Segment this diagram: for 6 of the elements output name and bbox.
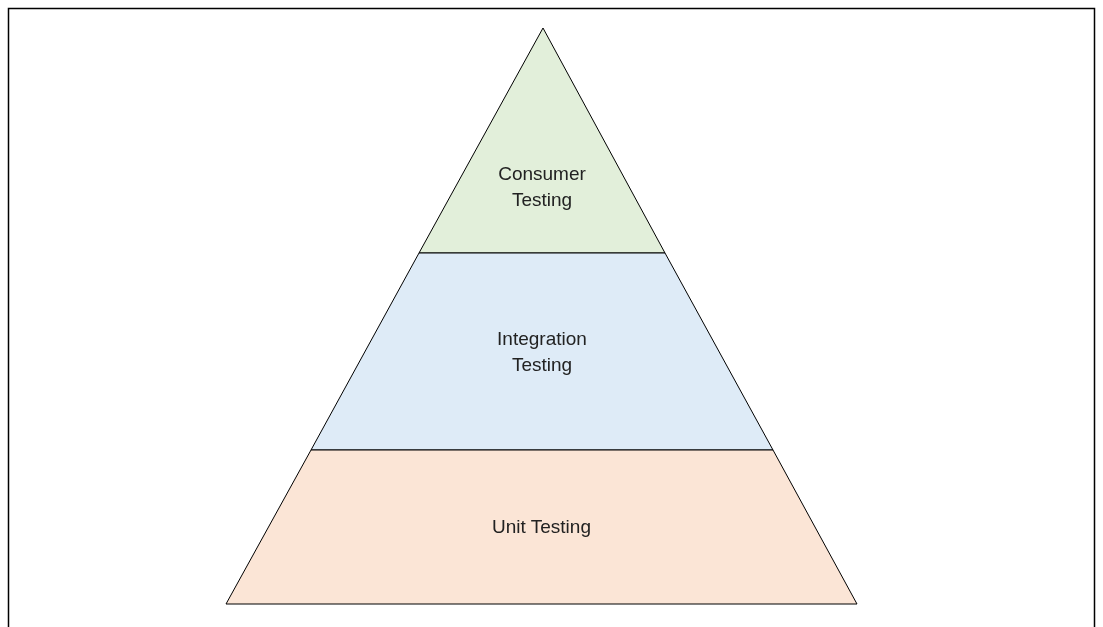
tier-label: Integration Testing [496,327,588,377]
pyramid-tier [226,450,857,604]
pyramid-tier [311,253,773,450]
tier-label: Unit Testing [491,515,592,539]
pyramid-tier [419,28,665,253]
tier-label: Consumer Testing [497,162,587,212]
